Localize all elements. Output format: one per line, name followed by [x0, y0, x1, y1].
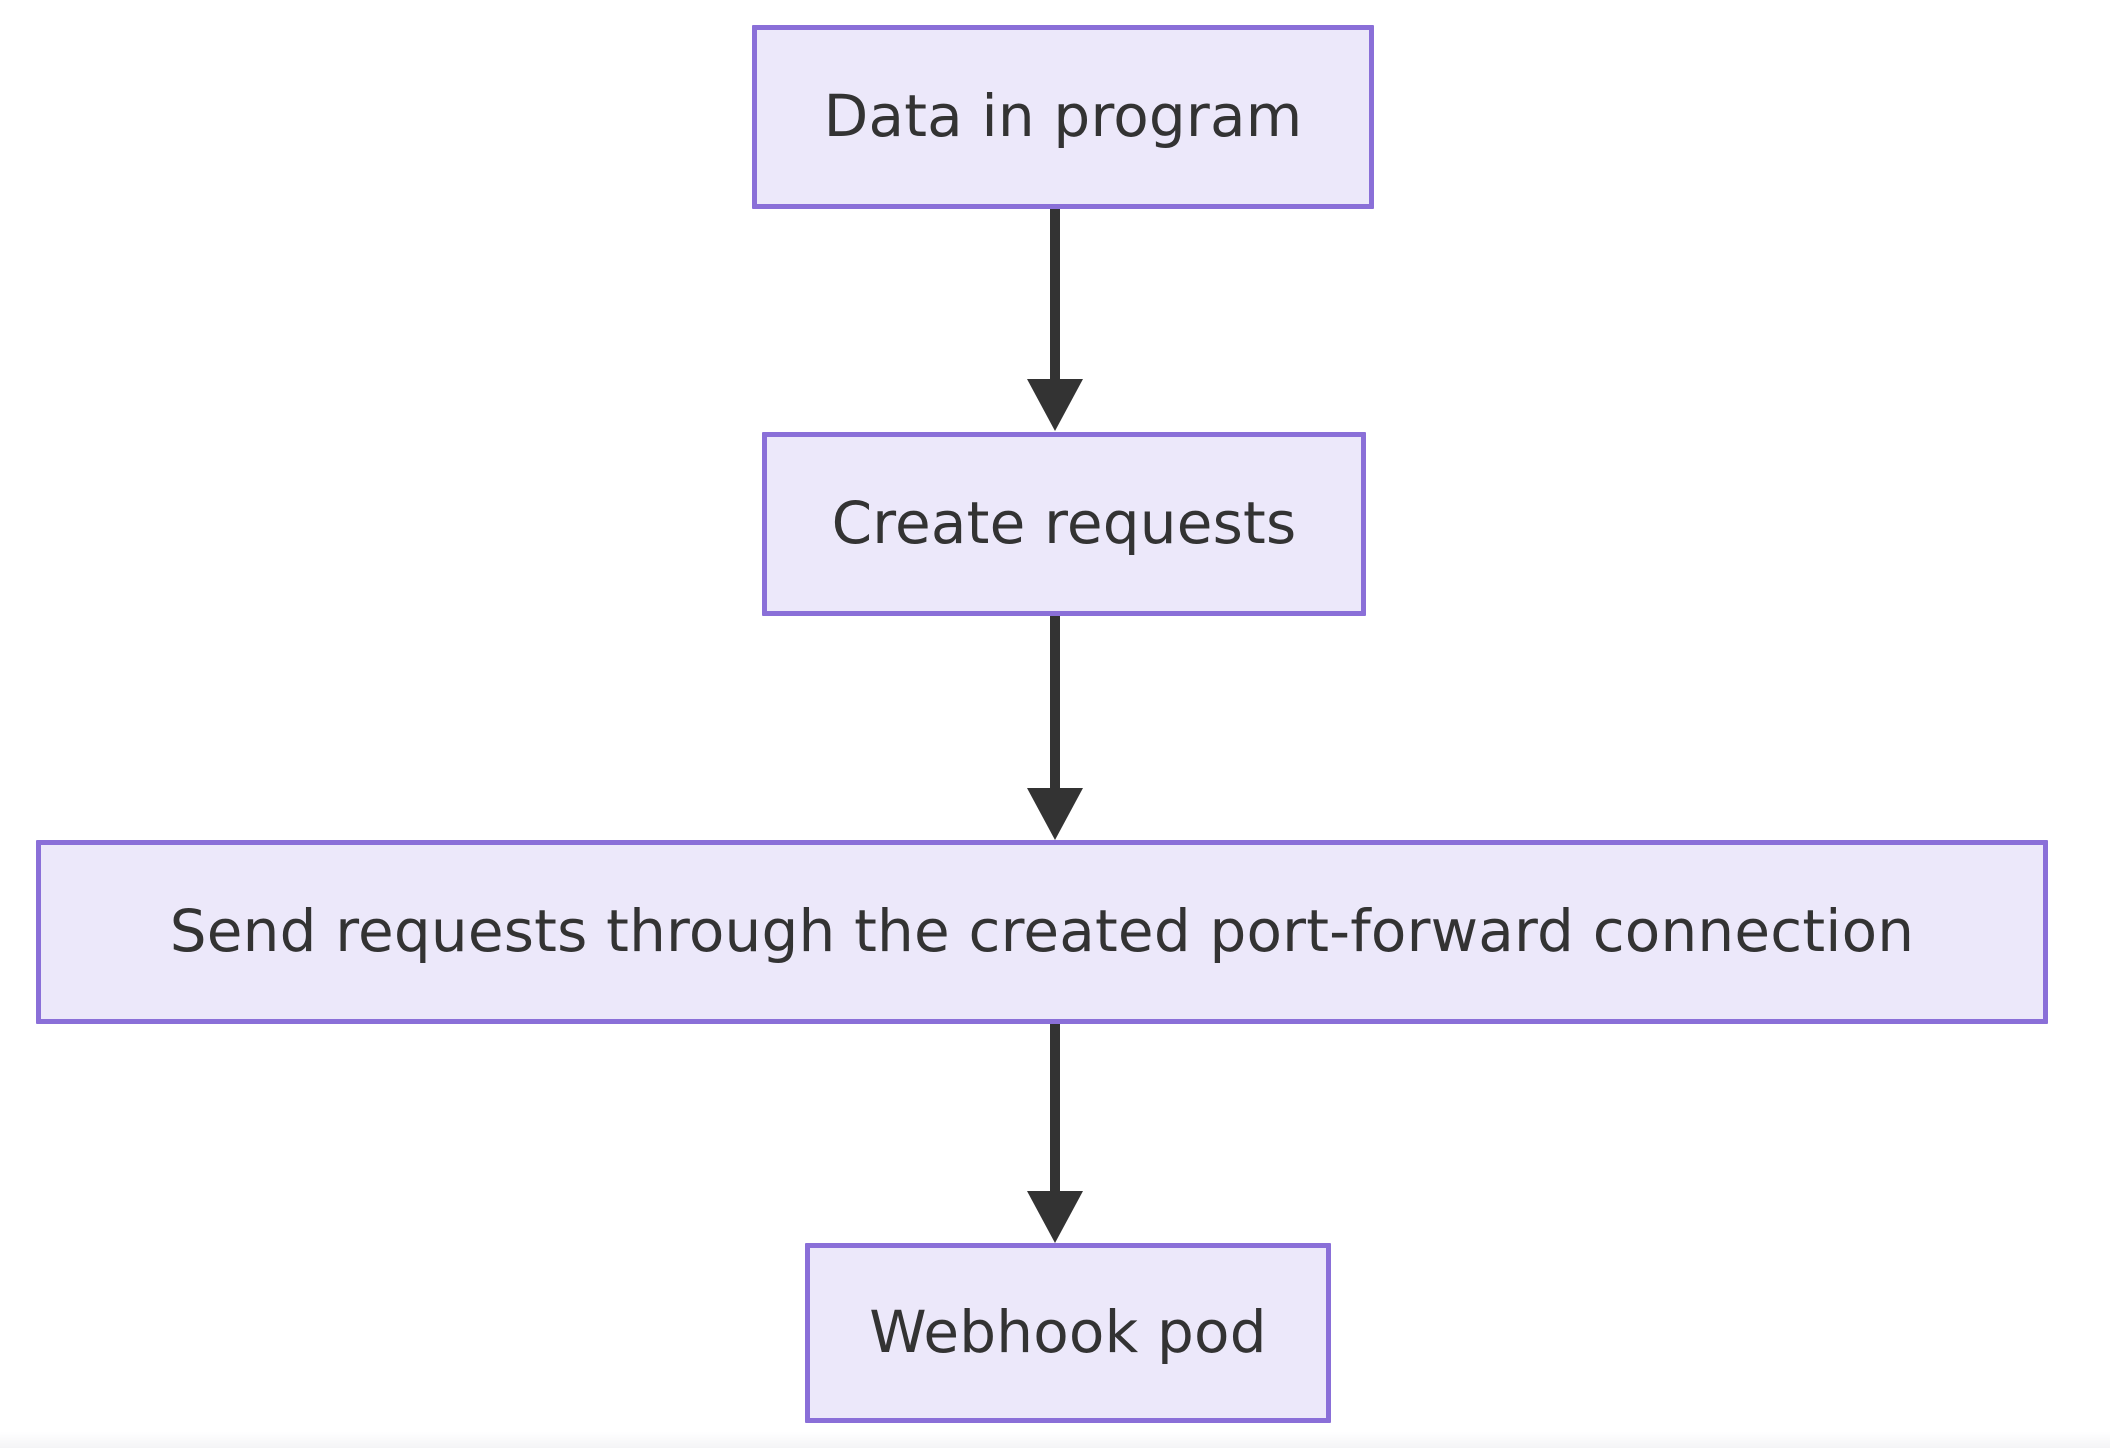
node-label: Create requests	[831, 489, 1297, 558]
edge-line	[1050, 1024, 1060, 1191]
arrowhead-down-icon	[1027, 1191, 1083, 1243]
flowchart-node-webhook-pod[interactable]: Webhook pod	[805, 1243, 1331, 1423]
arrowhead-down-icon	[1027, 788, 1083, 840]
node-label: Webhook pod	[869, 1298, 1267, 1367]
edge-line	[1050, 616, 1060, 788]
node-label: Send requests through the created port-f…	[169, 897, 1915, 966]
flowchart-node-create-requests[interactable]: Create requests	[762, 432, 1366, 616]
edge-line	[1050, 209, 1060, 379]
bottom-edge-strip	[0, 1432, 2110, 1448]
flowchart-node-data-in-program[interactable]: Data in program	[752, 25, 1374, 209]
flowchart-node-send-requests[interactable]: Send requests through the created port-f…	[36, 840, 2048, 1024]
node-label: Data in program	[823, 82, 1303, 151]
arrowhead-down-icon	[1027, 379, 1083, 431]
